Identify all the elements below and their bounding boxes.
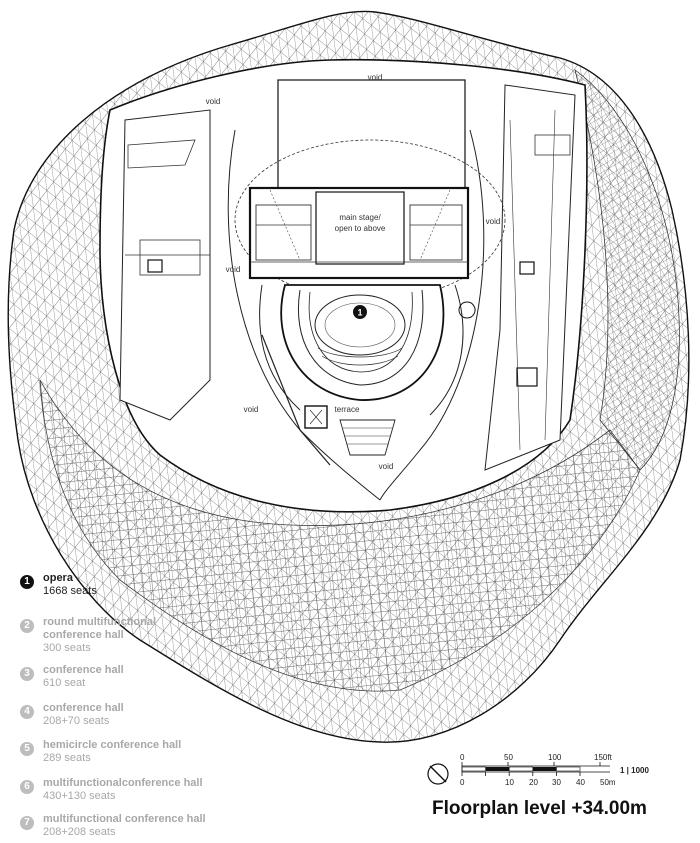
scale-ratio: 1 | 1000 <box>620 766 649 775</box>
scale-m-20: 20 <box>529 778 538 787</box>
page-title: Floorplan level +34.00m <box>432 798 647 819</box>
legend-title: opera <box>43 572 73 584</box>
legend-number: 5 <box>20 742 34 756</box>
legend-number: 1 <box>20 575 34 589</box>
void-label-lower-left: void <box>244 405 259 414</box>
scale-ft-100: 100 <box>548 753 562 762</box>
main-stage-label-line2: open to above <box>335 224 386 233</box>
main-stage-label-line1: main stage/ <box>339 213 381 222</box>
legend-title: round multifunctional <box>43 616 157 628</box>
scale-m-10: 10 <box>505 778 514 787</box>
legend-number: 4 <box>20 705 34 719</box>
legend-title-line2: conference hall <box>43 629 124 641</box>
legend-number: 6 <box>20 780 34 794</box>
scale-m-30: 30 <box>552 778 561 787</box>
scale-m-50: 50m <box>600 778 616 787</box>
legend-seats: 289 seats <box>43 752 91 764</box>
scale-ft-50: 50 <box>504 753 513 762</box>
scale-ft-150: 150ft <box>594 753 613 762</box>
opera-marker: 1 <box>357 308 362 318</box>
legend-seats: 208+70 seats <box>43 715 110 727</box>
legend-seats: 300 seats <box>43 642 91 654</box>
legend-title: conference hall <box>43 702 124 714</box>
void-label-left: void <box>226 265 241 274</box>
scale-ft-0: 0 <box>460 753 465 762</box>
legend-number: 2 <box>20 619 34 633</box>
scale-bar: 0 50 100 150ft 0 10 20 30 40 50m 1 | 100… <box>427 753 649 787</box>
scale-m-0: 0 <box>460 778 465 787</box>
scale-m-40: 40 <box>576 778 585 787</box>
terrace-label: terrace <box>335 405 360 414</box>
north-arrow-icon <box>427 763 449 785</box>
legend-number: 3 <box>20 667 34 681</box>
legend-title: multifunctionalconference hall <box>43 777 203 789</box>
void-label-top: void <box>368 73 383 82</box>
legend-title: multifunctional conference hall <box>43 813 206 825</box>
void-label-upper-left: void <box>206 97 221 106</box>
legend-title: conference hall <box>43 664 124 676</box>
legend-title: hemicircle conference hall <box>43 739 182 751</box>
void-label-bottom: void <box>379 462 394 471</box>
floorplan-drawing: 1 void void void void void void main sta… <box>7 10 690 743</box>
legend-seats: 610 seat <box>43 677 86 689</box>
legend-number: 7 <box>20 816 34 830</box>
legend-seats: 430+130 seats <box>43 790 116 802</box>
void-label-right: void <box>486 217 501 226</box>
legend-seats: 1668 seats <box>43 585 97 597</box>
